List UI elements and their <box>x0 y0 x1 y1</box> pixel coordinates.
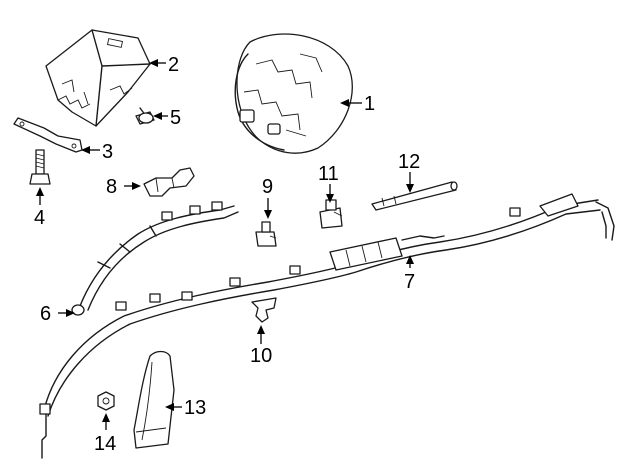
callout-5: 5 <box>170 107 181 129</box>
part-screw <box>135 107 155 125</box>
part-curtain-airbag-upper <box>71 201 239 316</box>
callout-7: 7 <box>404 271 415 293</box>
part-driver-airbag <box>234 33 353 154</box>
callout-labels: 1 2 3 4 5 6 7 8 9 10 11 12 13 14 <box>34 54 420 455</box>
callout-2: 2 <box>168 54 179 76</box>
callout-3: 3 <box>102 141 113 163</box>
callout-1: 1 <box>364 93 375 115</box>
part-bracket <box>13 117 83 153</box>
part-side-airbag <box>133 350 175 449</box>
part-inflator-tube <box>371 181 458 211</box>
part-bolt <box>29 149 51 185</box>
callout-9: 9 <box>262 176 273 198</box>
part-clip <box>251 297 277 323</box>
part-sensor-11 <box>319 199 343 229</box>
callout-10: 10 <box>250 345 272 367</box>
callout-12: 12 <box>398 151 420 173</box>
part-nut <box>97 391 115 411</box>
callout-13: 13 <box>184 397 206 419</box>
callout-4: 4 <box>34 207 45 229</box>
part-bracket-clip <box>143 167 195 197</box>
part-sensor-9 <box>255 221 277 247</box>
callout-14: 14 <box>94 433 116 455</box>
part-passenger-airbag <box>45 29 151 127</box>
part-curtain-airbag-lower <box>39 193 615 459</box>
leader-lines <box>36 59 414 430</box>
callout-11: 11 <box>318 163 339 185</box>
callout-6: 6 <box>40 303 51 325</box>
callout-8: 8 <box>106 176 117 198</box>
